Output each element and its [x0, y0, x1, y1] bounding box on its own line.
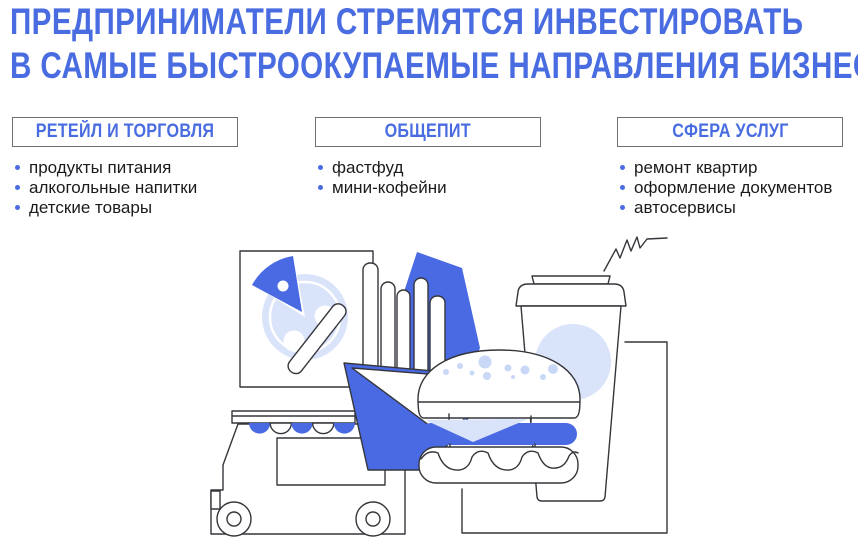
bullet-dot [318, 165, 323, 170]
truck-roof-board [231, 410, 356, 424]
category-header-label: РЕТЕЙЛ И ТОРГОВЛЯ [35, 121, 215, 142]
list-item: продукты питания [15, 158, 302, 178]
truck-awning [249, 422, 355, 435]
burger-cheese [425, 419, 528, 442]
bullet-dot [318, 185, 323, 190]
list-item-label: ремонт квартир [634, 158, 758, 177]
truck-headlight [210, 490, 221, 510]
burger-icon [417, 349, 581, 484]
burger-bottom-bun [418, 446, 579, 484]
list-item: мини-кофейни [318, 178, 605, 198]
fastfood-illustration [210, 236, 668, 537]
category-column-retail: РЕТЕЙЛ И ТОРГОВЛЯ продукты питания алког… [12, 117, 302, 218]
category-column-catering: ОБЩЕПИТ фастфуд мини-кофейни [315, 117, 605, 198]
truck-wheel [216, 501, 252, 537]
background-frame [461, 341, 668, 534]
list-item: фастфуд [318, 158, 605, 178]
steam-zigzag-line [603, 236, 668, 272]
food-truck-icon [210, 410, 406, 537]
category-list-services: ремонт квартир оформление документов авт… [617, 158, 858, 218]
list-item-label: оформление документов [634, 178, 833, 197]
list-item: ремонт квартир [620, 158, 858, 178]
category-column-services: СФЕРА УСЛУГ ремонт квартир оформление до… [617, 117, 858, 218]
truck-wheel [355, 501, 391, 537]
list-item: автосервисы [620, 198, 858, 218]
category-header-box-services: СФЕРА УСЛУГ [617, 117, 843, 147]
bullet-dot [15, 205, 20, 210]
bullet-dot [620, 185, 625, 190]
list-item: детские товары [15, 198, 302, 218]
list-item-label: алкогольные напитки [29, 178, 198, 197]
list-item-label: фастфуд [332, 158, 404, 177]
list-item: оформление документов [620, 178, 858, 198]
list-item-label: автосервисы [634, 198, 736, 217]
category-header-box-retail: РЕТЕЙЛ И ТОРГОВЛЯ [12, 117, 238, 147]
category-list-catering: фастфуд мини-кофейни [315, 158, 605, 198]
page-title-line1: ПРЕДПРИНИМАТЕЛИ СТРЕМЯТСЯ ИНВЕСТИРОВАТЬ [10, 1, 804, 42]
bullet-dot [620, 165, 625, 170]
list-item-label: детские товары [29, 198, 153, 217]
list-item-label: продукты питания [29, 158, 172, 177]
category-header-label: ОБЩЕПИТ [384, 121, 472, 142]
page-title: ПРЕДПРИНИМАТЕЛИ СТРЕМЯТСЯ ИНВЕСТИРОВАТЬ … [10, 0, 858, 88]
bullet-dot [15, 165, 20, 170]
list-item: алкогольные напитки [15, 178, 302, 198]
list-item-label: мини-кофейни [332, 178, 447, 197]
category-header-label: СФЕРА УСЛУГ [671, 121, 789, 142]
category-header-box-catering: ОБЩЕПИТ [315, 117, 541, 147]
bullet-dot [15, 185, 20, 190]
page-title-line2: В САМЫЕ БЫСТРООКУПАЕМЫЕ НАПРАВЛЕНИЯ БИЗН… [10, 45, 858, 86]
sesame-seeds [443, 355, 558, 380]
category-list-retail: продукты питания алкогольные напитки дет… [12, 158, 302, 218]
bullet-dot [620, 205, 625, 210]
